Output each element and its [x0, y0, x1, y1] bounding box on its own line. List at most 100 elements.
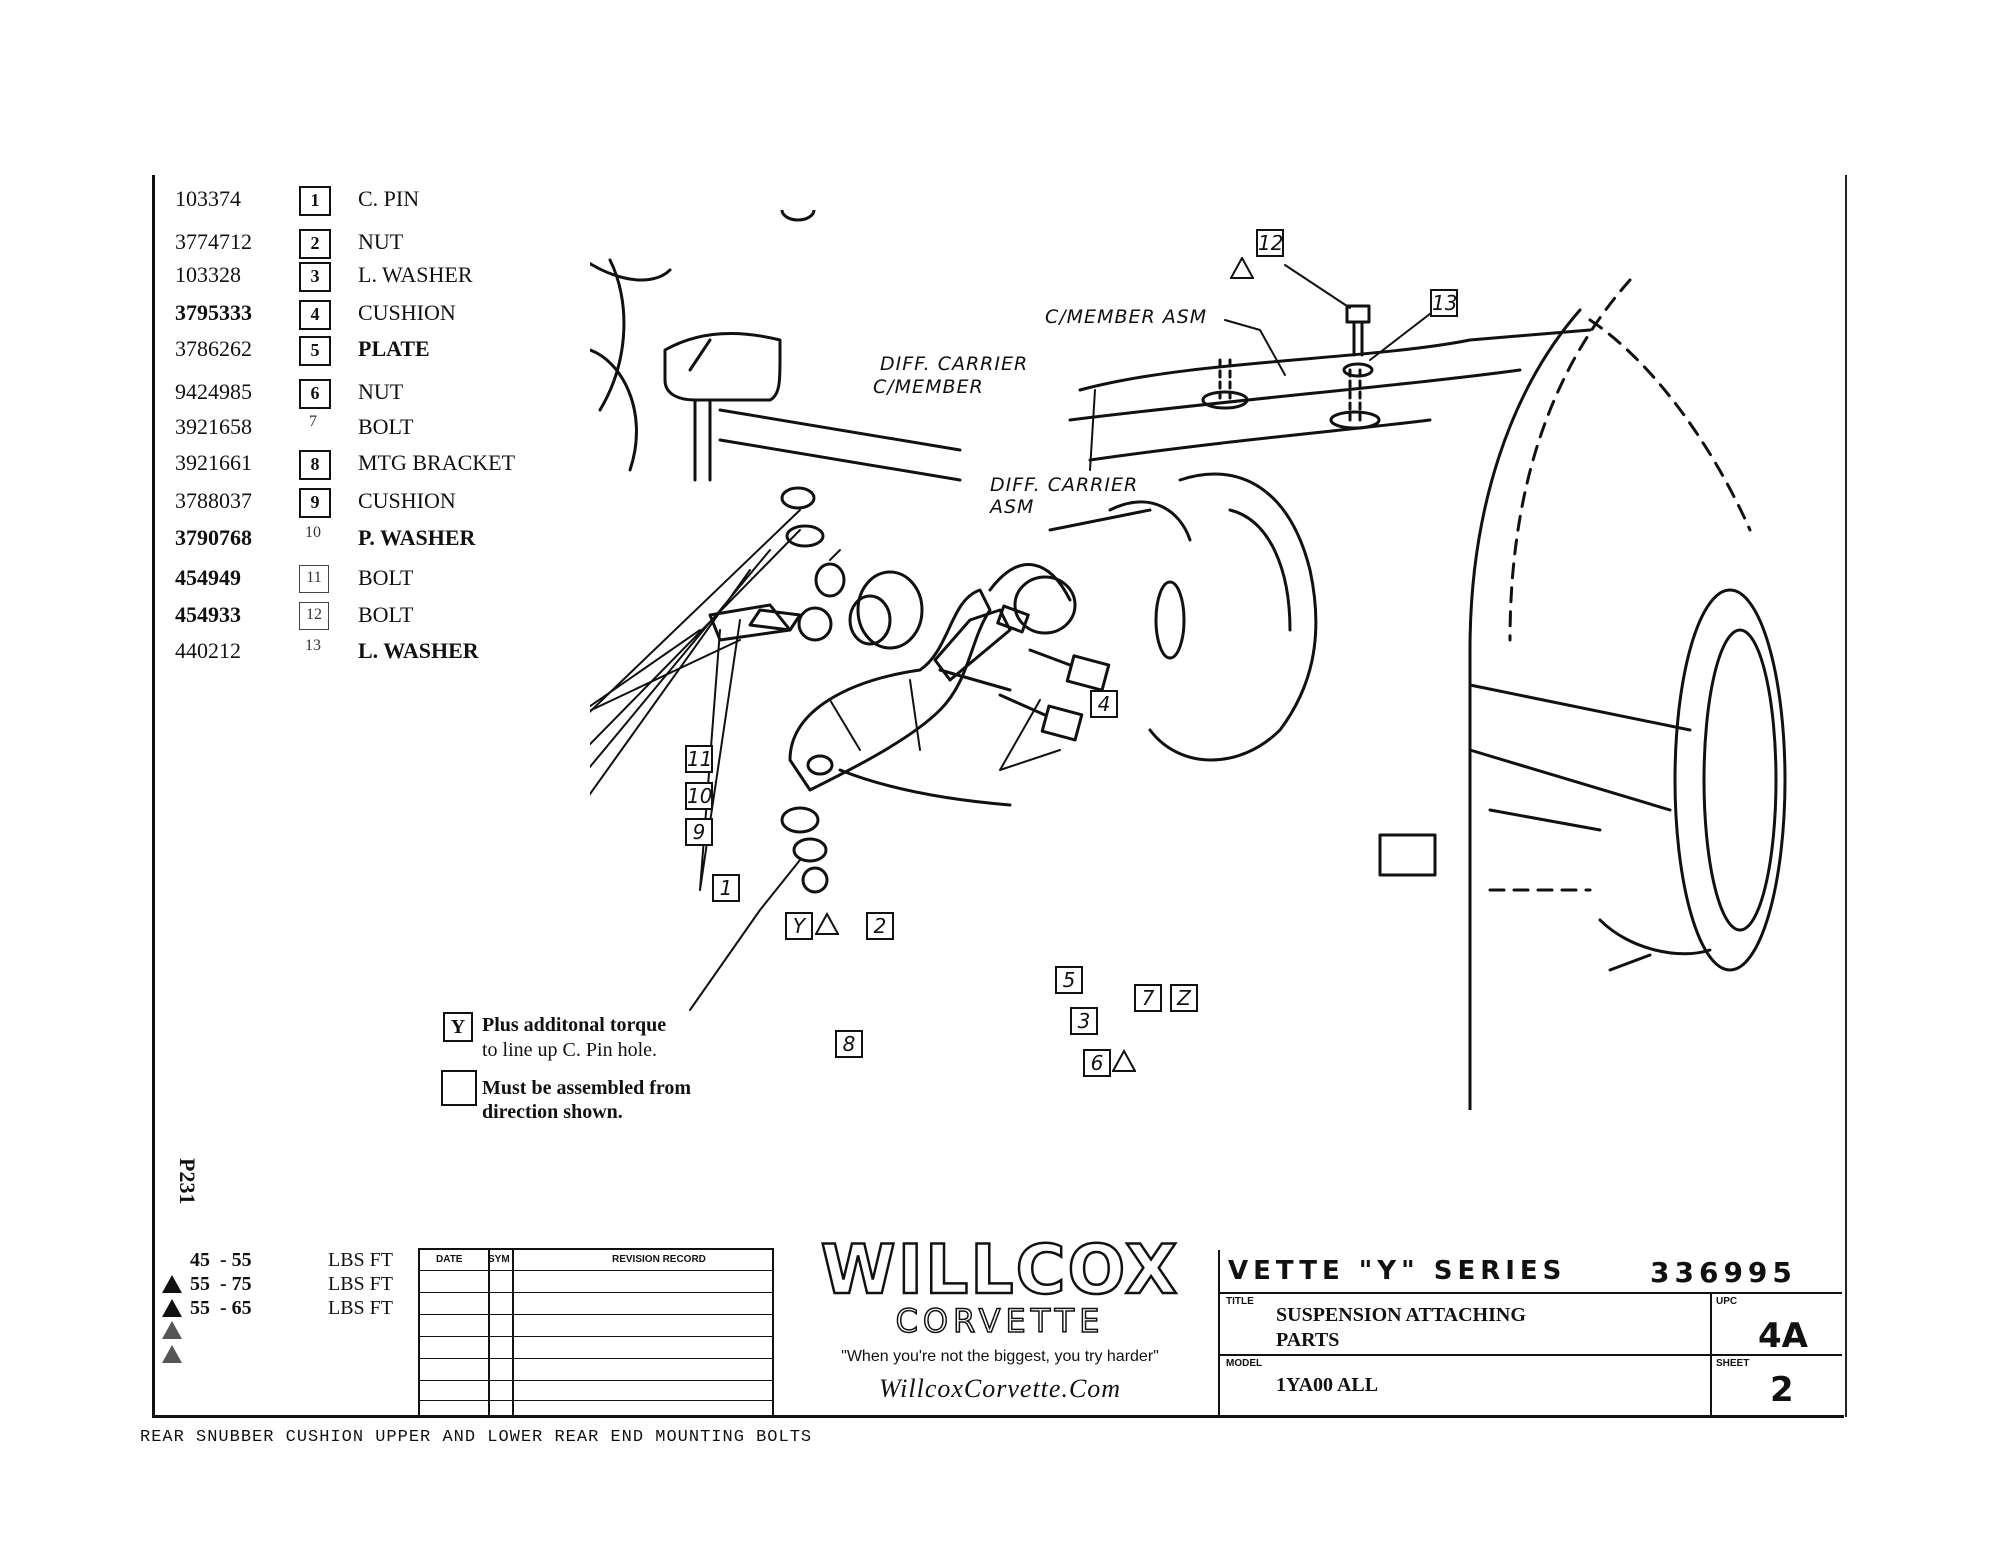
- part-number: 103328: [175, 262, 241, 287]
- part-index: 2: [299, 229, 331, 259]
- legend-box-symbol: [441, 1070, 477, 1106]
- part-number: 9424985: [175, 379, 252, 404]
- triangle-icon: [1229, 255, 1255, 279]
- revision-rule: [420, 1292, 772, 1293]
- logo-site: WillcoxCorvette.Com: [878, 1374, 1122, 1403]
- callout-1: 1: [712, 874, 740, 902]
- part-description: P. WASHER: [358, 525, 476, 550]
- title-block: VETTE "Y" SERIES 336995 TITLE SUSPENSION…: [1218, 1250, 1844, 1416]
- revision-rule: [420, 1358, 772, 1359]
- part-index: 5: [299, 336, 331, 366]
- callout-triangle-2: [1111, 1048, 1137, 1073]
- revision-date-label: DATE: [436, 1254, 463, 1265]
- series-name: VETTE "Y" SERIES: [1228, 1256, 1567, 1286]
- part-number: 3921661: [175, 450, 252, 475]
- callout-y: Y: [785, 912, 813, 940]
- label-c-member-asm: C/MEMBER ASM: [1045, 306, 1208, 328]
- cushion-4: [856, 570, 924, 650]
- washer-5: [780, 806, 820, 834]
- revision-rule: [420, 1400, 772, 1401]
- torque-range: 45 - 55: [190, 1249, 252, 1271]
- torque-triangle-4-icon: [162, 1321, 182, 1339]
- model-label: MODEL: [1226, 1358, 1263, 1369]
- part-index: 3: [299, 262, 331, 292]
- bolt-12-head: [1345, 304, 1371, 324]
- part-description: CUSHION: [358, 488, 456, 513]
- revision-rule: [420, 1314, 772, 1315]
- label-diff-carrier-c-member-1: DIFF. CARRIER: [880, 353, 1029, 375]
- logo-slogan: "When you're not the biggest, you try ha…: [841, 1348, 1159, 1365]
- part-index: 9: [299, 488, 331, 518]
- part-description: C. PIN: [358, 186, 420, 211]
- crossmember-hole-left: [1201, 390, 1249, 410]
- part-description: BOLT: [358, 602, 414, 627]
- part-number: 454933: [175, 602, 241, 627]
- part-description: BOLT: [358, 565, 414, 590]
- part-index: 6: [299, 379, 331, 409]
- parts-row: 9424985 6 NUT: [175, 379, 595, 409]
- differential-carrier: [1148, 472, 1318, 762]
- title-rule: [1220, 1292, 1842, 1294]
- part-description: CUSHION: [358, 300, 456, 325]
- part-number: 440212: [175, 638, 241, 663]
- part-index: 13: [305, 637, 321, 654]
- model-value: 1YA00 ALL: [1276, 1374, 1379, 1396]
- callout-4: 4: [1090, 690, 1118, 718]
- callout-6: 6: [1083, 1049, 1111, 1077]
- washer-13: [1342, 362, 1374, 378]
- part-index: 11: [299, 565, 329, 593]
- torque-triangle-icon: [162, 1299, 182, 1317]
- torque-unit: LBS FT: [328, 1297, 394, 1319]
- callout-7: 7: [1134, 984, 1162, 1012]
- parts-row: 454949 11 BOLT: [175, 565, 595, 595]
- label-diff-carrier-asm-1: DIFF. CARRIER: [990, 474, 1139, 496]
- revision-rule: [420, 1270, 772, 1271]
- frame-bottom-rule: [152, 1415, 1844, 1418]
- title-line-1: SUSPENSION ATTACHING: [1276, 1304, 1526, 1326]
- revision-record-label: REVISION RECORD: [612, 1254, 706, 1265]
- part-index: 8: [299, 450, 331, 480]
- part-description: L. WASHER: [358, 262, 473, 287]
- part-description: PLATE: [358, 336, 430, 361]
- parts-row: 440212 13 L. WASHER: [175, 638, 595, 668]
- sheet-value: 2: [1770, 1370, 1794, 1410]
- part-index: 7: [309, 413, 317, 430]
- logo-name: WILLCOX: [819, 1231, 1180, 1310]
- plate-5: [933, 608, 1012, 682]
- bolt-7-upper: [1065, 654, 1111, 692]
- washer-3: [792, 837, 828, 863]
- drawing-number: 336995: [1650, 1256, 1797, 1289]
- revision-col-divider: [488, 1250, 490, 1415]
- diff-c-member: [663, 331, 782, 402]
- part-number: 454949: [175, 565, 241, 590]
- upc-value: 4A: [1758, 1316, 1808, 1356]
- part-description: L. WASHER: [358, 638, 479, 663]
- drawing-caption: REAR SNUBBER CUSHION UPPER AND LOWER REA…: [140, 1428, 813, 1447]
- callout-2: 2: [866, 912, 894, 940]
- callout-13: 13: [1430, 289, 1458, 317]
- revision-col-divider: [512, 1250, 514, 1415]
- parts-row: 103328 3 L. WASHER: [175, 262, 595, 292]
- nut-6: [801, 866, 829, 894]
- part-number: 3790768: [175, 525, 252, 550]
- callout-11: 11: [685, 745, 713, 773]
- upc-label: UPC: [1716, 1296, 1738, 1307]
- part-description: NUT: [358, 379, 404, 404]
- side-code: P231: [175, 1158, 200, 1205]
- callout-8: 8: [835, 1030, 863, 1058]
- torque-triangle-icon: [162, 1275, 182, 1293]
- part-number: 3788037: [175, 488, 252, 513]
- callout-3: 3: [1070, 1007, 1098, 1035]
- part-description: NUT: [358, 229, 404, 254]
- revision-record: DATE SYM REVISION RECORD: [418, 1248, 774, 1417]
- torque-range: 55 - 75: [190, 1273, 252, 1295]
- title-line-2: PARTS: [1276, 1329, 1340, 1351]
- part-number: 103374: [175, 186, 241, 211]
